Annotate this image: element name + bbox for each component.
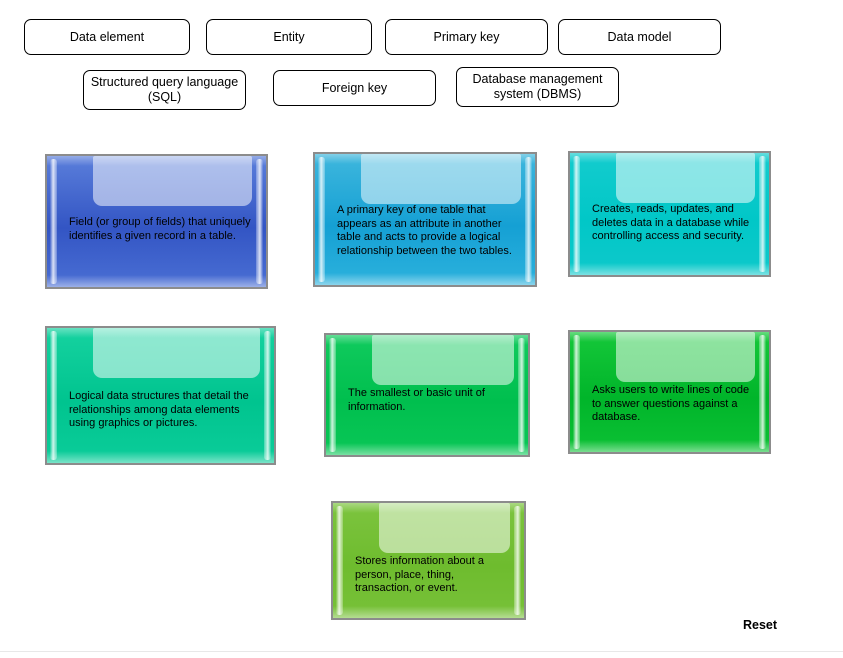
card-data-element[interactable]: The smallest or basic unit of informatio… (324, 333, 530, 457)
card-definition-text: Field (or group of fields) that uniquely… (69, 216, 251, 242)
card-entity[interactable]: Stores information about a person, place… (331, 501, 526, 620)
card-dbms[interactable]: Creates, reads, updates, and deletes dat… (568, 151, 771, 277)
card-definition-text: Logical data structures that detail the … (69, 390, 249, 430)
card-definition-text: Creates, reads, updates, and deletes dat… (592, 203, 750, 243)
term-chip-dbms[interactable]: Database management system (DBMS) (456, 67, 619, 107)
bottom-divider (0, 651, 843, 652)
card-dropzone[interactable] (93, 156, 252, 206)
term-chip-data-element[interactable]: Data element (24, 19, 190, 55)
card-dropzone[interactable] (379, 503, 510, 553)
card-dropzone[interactable] (93, 328, 260, 378)
card-definition-text: A primary key of one table that appears … (337, 204, 512, 257)
term-chip-sql[interactable]: Structured query language (SQL) (83, 70, 246, 110)
term-chip-entity[interactable]: Entity (206, 19, 372, 55)
card-dropzone[interactable] (616, 332, 755, 382)
card-dropzone[interactable] (361, 154, 521, 204)
card-definition-text: Stores information about a person, place… (355, 555, 485, 595)
card-dropzone[interactable] (372, 335, 514, 385)
term-chip-foreign-key[interactable]: Foreign key (273, 70, 436, 106)
card-primary-key[interactable]: Field (or group of fields) that uniquely… (45, 154, 268, 289)
term-chip-primary-key[interactable]: Primary key (385, 19, 548, 55)
card-sql[interactable]: Asks users to write lines of code to ans… (568, 330, 771, 454)
card-foreign-key[interactable]: A primary key of one table that appears … (313, 152, 537, 287)
card-definition-text: Asks users to write lines of code to ans… (592, 384, 750, 424)
card-data-model[interactable]: Logical data structures that detail the … (45, 326, 276, 465)
term-chip-data-model[interactable]: Data model (558, 19, 721, 55)
card-dropzone[interactable] (616, 153, 755, 203)
card-definition-text: The smallest or basic unit of informatio… (348, 387, 485, 413)
reset-button[interactable]: Reset (743, 618, 778, 632)
